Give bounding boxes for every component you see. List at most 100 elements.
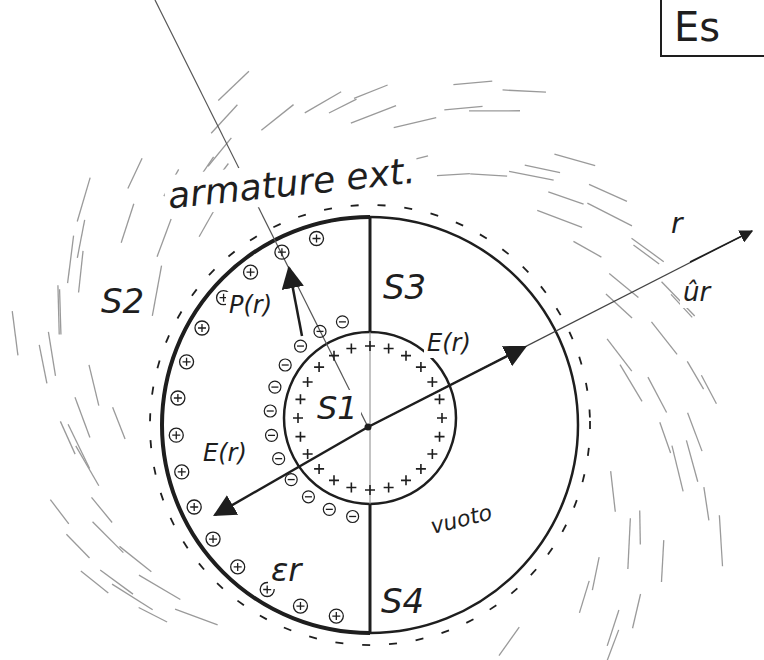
minus-sign [430,213,438,215]
hatch-stroke [648,377,667,412]
hatch-stroke [672,446,683,492]
divider-s4 [369,504,372,633]
region-label: vuoto [425,499,498,540]
charge-sign [209,535,217,543]
dielectric-boundary [162,217,370,633]
charge-ring [323,503,335,515]
hatch-stroke [606,294,632,318]
inner-sphere [284,332,456,504]
plus-sign [303,377,313,387]
minus-sign [587,448,590,456]
charge-ring [329,609,343,623]
hatch-stroke [76,446,99,486]
surface-label: S4 [378,582,427,621]
minus-sign [157,361,159,369]
plus-sign [384,343,394,353]
charge-sign [305,496,312,497]
hatch-stroke [58,285,59,334]
minus-sign [557,308,561,315]
plus-sign [416,362,426,372]
hatch-stroke [639,511,641,545]
minus-sign [324,208,332,210]
plus-sign [384,483,394,493]
minus-sign [466,619,473,623]
hatch-stroke [119,546,151,571]
minus-sign [199,563,204,569]
hatch-stroke [218,71,249,100]
hatch-stroke [633,245,659,264]
box-title: Es [674,5,764,49]
plate-label: armature ext. [163,150,420,218]
charge-sign [183,358,191,366]
hatch-stroke [607,610,619,646]
minus-sign [523,267,529,273]
charge-sign [267,410,274,411]
minus-sign [378,204,386,206]
circled-minus [323,503,335,515]
minus-sign [502,249,508,254]
minus-sign [260,615,267,619]
hatch-stroke [157,219,171,257]
charge-sign [332,612,340,620]
surface-label: S3 [380,268,429,307]
circled-minus [279,359,291,371]
plus-sign [295,394,305,404]
charge-sign [326,509,333,510]
minus-sign [192,289,197,295]
charge-ring [295,340,307,352]
plus-sign [427,449,437,459]
minus-sign [335,642,343,643]
hatch-stroke [469,110,520,111]
circled-plus [169,428,183,442]
hatch-stroke [589,184,627,201]
minus-sign [456,222,463,225]
axis-label: r [668,208,686,240]
hatch-stroke [50,500,68,524]
hatch-stroke [573,241,601,257]
hatch-stroke [152,266,161,316]
charge-sign [190,503,198,511]
charge-sign [339,321,346,322]
charge-ring [269,381,281,393]
circled-minus [336,316,348,328]
charge-ring [302,491,314,503]
charge-ring [244,265,258,279]
hatch-stroke [628,518,630,569]
charge-ring [264,405,276,417]
hatch-stroke [354,85,388,98]
circled-minus [269,381,281,393]
hatch-stroke [139,575,180,599]
charge-sign [282,364,289,365]
circled-minus [266,429,278,441]
hatch-stroke [93,522,124,553]
hatch-stroke [509,171,554,180]
charge-sign [288,479,295,480]
hatch-stroke [660,422,671,453]
minus-sign [284,627,291,630]
minus-sign [237,601,243,606]
hatch-stroke [351,106,396,124]
hatch-stroke [261,105,293,131]
hatch-stroke [79,251,83,293]
circled-plus [293,599,307,613]
field-arrow [368,347,525,427]
plus-sign [435,432,445,442]
hatch-stroke [75,397,90,437]
hatch-stroke [453,81,492,84]
minus-sign [441,630,449,633]
charge-ring [314,325,326,337]
minus-sign [574,500,577,507]
minus-sign [589,421,591,429]
minus-sign [152,387,153,395]
minus-sign [177,312,181,319]
charge-sign [198,324,206,332]
minus-sign [217,583,223,588]
circled-plus [275,245,289,259]
plus-sign [295,432,305,442]
inner-charges [293,341,447,495]
hatch-stroke [554,154,595,166]
hatch-stroke [606,630,618,660]
surface-label: S1 [314,390,361,427]
hatch-stroke [77,220,84,258]
